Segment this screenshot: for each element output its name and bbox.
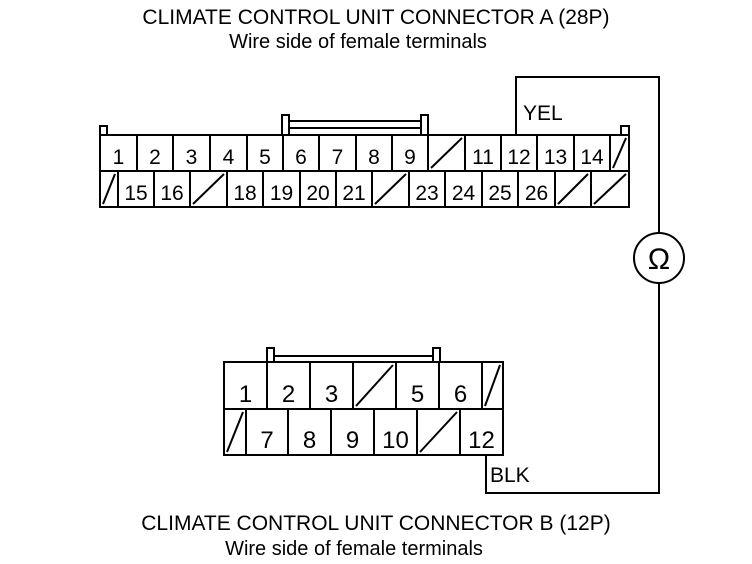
connector-a-lock-tab: [288, 121, 422, 135]
ohm-icon: Ω: [648, 243, 670, 276]
terminal-label: 6: [295, 146, 307, 169]
connector-a-row2-cell: [590, 170, 630, 208]
terminal-label: 6: [454, 381, 467, 408]
unused-terminal-slash: [102, 173, 116, 205]
terminal-label: 8: [303, 427, 316, 454]
terminal-label: 23: [415, 182, 438, 205]
terminal-label: 8: [368, 146, 380, 169]
terminal-label: 2: [282, 381, 295, 408]
terminal-label: 14: [580, 146, 604, 169]
unused-terminal-slash: [593, 173, 627, 205]
ohmmeter-symbol: [633, 232, 685, 284]
connector-b-subtitle: Wire side of female terminals: [225, 538, 483, 560]
terminal-label: 3: [325, 381, 338, 408]
terminal-label: 5: [259, 146, 271, 169]
terminal-label: 18: [233, 182, 256, 205]
unused-terminal-slash: [374, 173, 407, 205]
unused-terminal-slash: [484, 364, 501, 407]
terminal-label: 20: [306, 182, 329, 205]
terminal-label: 1: [239, 381, 252, 408]
terminal-label: 7: [332, 146, 344, 169]
connector-a-title: CLIMATE CONTROL UNIT CONNECTOR A (28P): [142, 6, 609, 29]
terminal-label: 19: [270, 182, 293, 205]
yel-wire-label: YEL: [523, 102, 563, 125]
blk-wire: [485, 283, 660, 494]
unused-terminal-slash: [430, 137, 463, 169]
terminal-label: 21: [342, 182, 365, 205]
unused-terminal-slash: [557, 173, 589, 205]
terminal-label: 9: [404, 146, 416, 169]
connector-b-row2-cell: [459, 408, 504, 456]
terminal-label: 11: [472, 146, 494, 169]
terminal-label: 13: [544, 146, 567, 169]
terminal-label: 24: [452, 182, 476, 205]
unused-terminal-slash: [612, 137, 627, 169]
unused-terminal-slash: [355, 364, 394, 407]
yel-wire: [515, 76, 660, 233]
terminal-label: 26: [525, 182, 548, 205]
terminal-label: 4: [223, 146, 235, 169]
terminal-label: 10: [382, 427, 409, 454]
terminal-label: 5: [411, 381, 424, 408]
terminal-label: 2: [149, 146, 161, 169]
terminal-label: 7: [260, 427, 273, 454]
terminal-label: 16: [160, 182, 183, 205]
unused-terminal-slash: [192, 173, 225, 205]
terminal-label: 15: [124, 182, 147, 205]
terminal-label: 12: [507, 146, 530, 169]
connector-b-title: CLIMATE CONTROL UNIT CONNECTOR B (12P): [141, 512, 610, 535]
terminal-label: 12: [468, 427, 495, 454]
blk-wire-label: BLK: [490, 464, 530, 487]
terminal-label: 1: [113, 146, 125, 169]
unused-terminal-slash: [226, 411, 244, 453]
connector-a-subtitle: Wire side of female terminals: [229, 31, 487, 53]
terminal-label: 9: [346, 427, 359, 454]
terminal-label: 3: [186, 146, 198, 169]
unused-terminal-slash: [419, 411, 458, 453]
terminal-label: 25: [488, 182, 511, 205]
